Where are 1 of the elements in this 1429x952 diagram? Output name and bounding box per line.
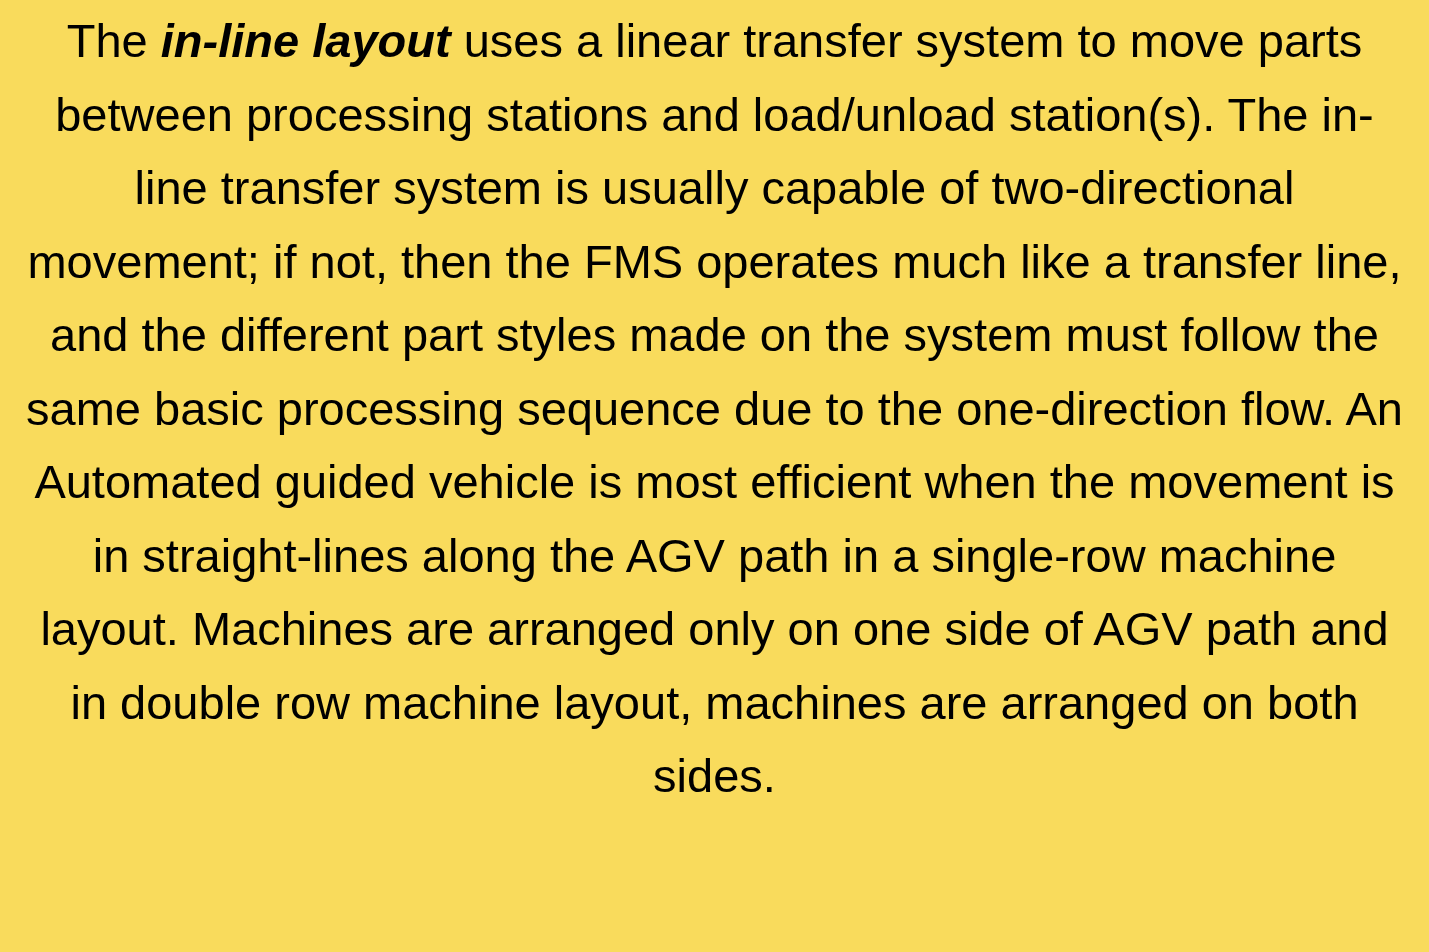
paragraph: The in-line layout uses a linear transfer system to move parts between processing stations and load/unload station(s). The in-line transfer system is usually capable of two-directional movement; if not, then the FMS operates much like a transfer line, and the different part styles made on the system must follow the same basic processing sequence due to the one-direction flow. An Automated guided vehicle is most efficient when the movement is in straight-lines along the AGV path in a single-row machine layout. Machines are arranged only on one side of AGV path and in double row machine layout, machines are arranged on both sides.: [25, 13, 1404, 804]
